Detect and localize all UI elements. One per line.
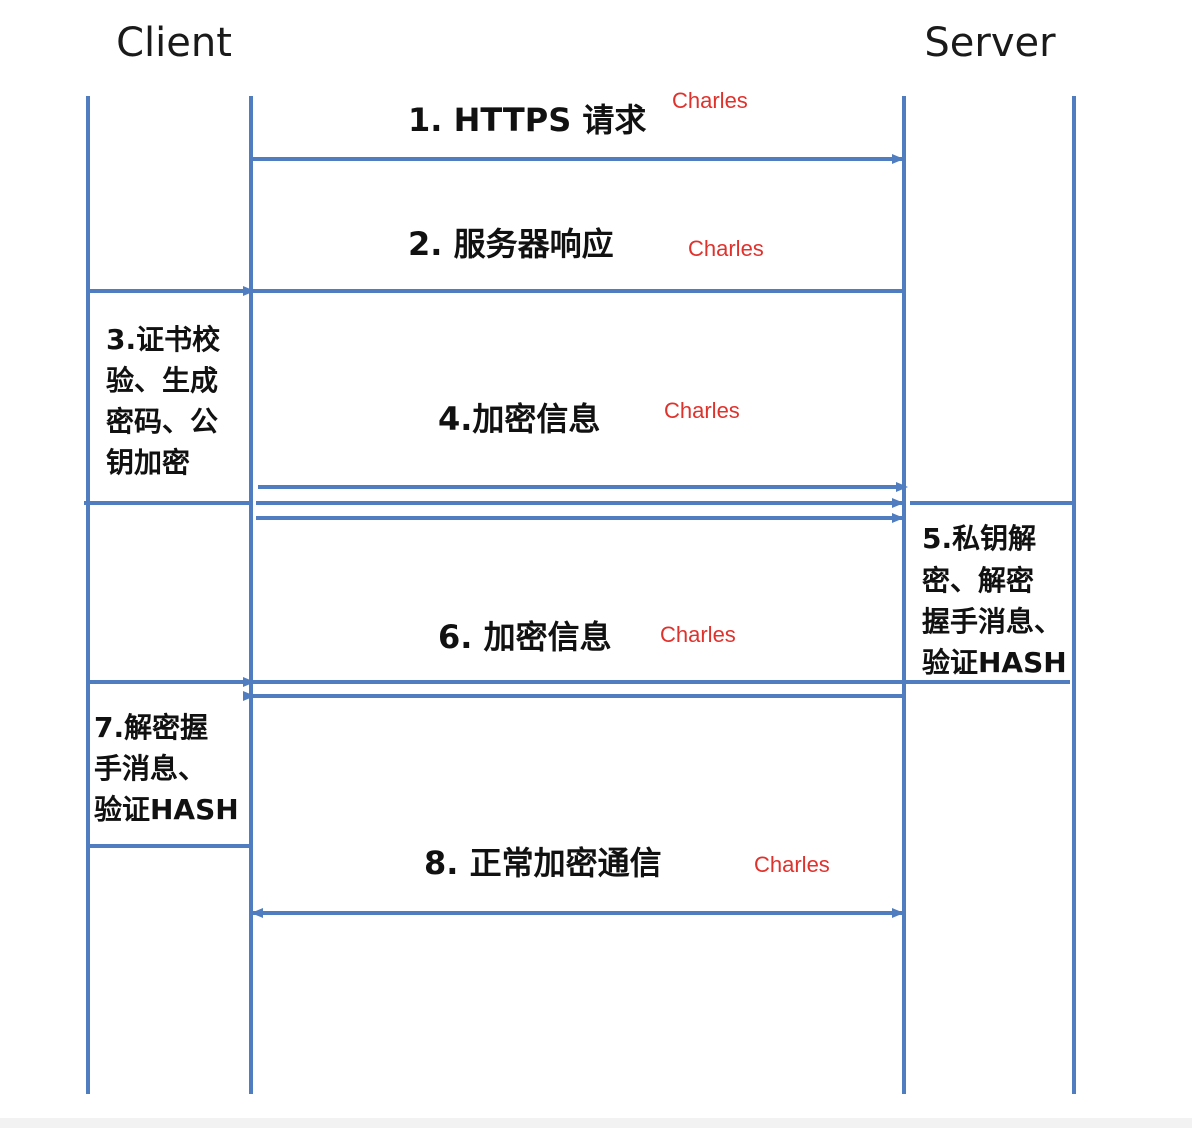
step-3-line-4: 钥加密 [106, 446, 190, 479]
step-7-process: 7.解密握 手消息、 验证HASH [94, 711, 239, 826]
charles-label-4: Charles [664, 398, 740, 423]
step-7-line-3: 验证HASH [94, 793, 239, 826]
step-8-label: 8. 正常加密通信 [424, 844, 662, 882]
client-header: Client [116, 20, 232, 66]
charles-label-8: Charles [754, 852, 830, 877]
step-1-label: 1. HTTPS 请求 [408, 101, 646, 139]
step-3-line-2: 验、生成 [106, 364, 218, 397]
step-6-label: 6. 加密信息 [438, 618, 612, 656]
bottom-band [0, 1118, 1192, 1128]
charles-label-2: Charles [688, 236, 764, 261]
step-3-process: 3.证书校 验、生成 密码、公 钥加密 [106, 323, 221, 479]
server-header: Server [924, 20, 1056, 66]
step-2-label: 2. 服务器响应 [408, 225, 614, 263]
step-5-line-2: 密、解密 [922, 564, 1034, 597]
charles-label-1: Charles [672, 88, 748, 113]
step-3-line-3: 密码、公 [106, 405, 218, 438]
step-5-line-4: 验证HASH [922, 646, 1067, 679]
step-5-line-1: 5.私钥解 [922, 522, 1036, 555]
step-5-line-3: 握手消息、 [922, 605, 1062, 638]
step-3-line-1: 3.证书校 [106, 323, 221, 356]
step-7-line-2: 手消息、 [94, 752, 206, 785]
step-4-label: 4.加密信息 [438, 400, 600, 438]
step-7-line-1: 7.解密握 [94, 711, 208, 744]
step-5-process: 5.私钥解 密、解密 握手消息、 验证HASH [922, 522, 1067, 679]
charles-label-6: Charles [660, 622, 736, 647]
